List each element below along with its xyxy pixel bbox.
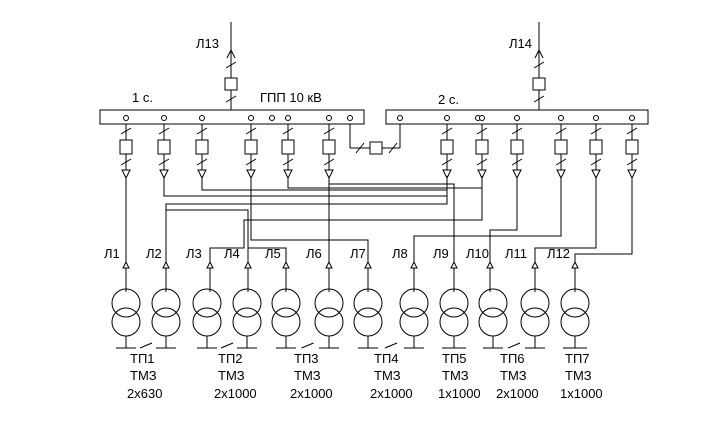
- line-label-8: Л8: [392, 246, 408, 261]
- line-arrow-2: [162, 260, 170, 269]
- tp5-name: ТП5: [442, 351, 467, 366]
- tp3-name: ТП3: [294, 351, 319, 366]
- substation-label: ГПП 10 кВ: [260, 90, 322, 105]
- line-label-3: Л3: [186, 246, 202, 261]
- feeder-cell-7: [440, 115, 454, 180]
- busbar-spare-taps: [269, 115, 481, 121]
- line-arrow-4: [244, 260, 252, 269]
- tp7-name: ТП7: [565, 351, 590, 366]
- line-label-6: Л6: [306, 246, 322, 261]
- tp2-name: ТП2: [218, 351, 243, 366]
- bus-coupler: [347, 115, 403, 155]
- tp3-rating: 2х1000: [290, 386, 333, 401]
- line-label-1: Л1: [104, 246, 120, 261]
- transformer-3: [192, 288, 222, 348]
- line-arrow-12: [571, 260, 579, 269]
- transformer-10: [478, 288, 508, 348]
- line-labels: Л1 Л2 Л3 Л4 Л5 Л6 Л7 Л8 Л9 Л10 Л11 Л12: [104, 246, 579, 292]
- line-label-12: Л12: [547, 246, 570, 261]
- line-arrow-11: [531, 260, 539, 269]
- transformers: [111, 288, 590, 349]
- line-arrow-6: [325, 260, 333, 269]
- tp1-rating: 2х630: [127, 386, 162, 401]
- tp2-rating: 2х1000: [214, 386, 257, 401]
- tp5-rating: 1х1000: [438, 386, 481, 401]
- tp4-rating: 2х1000: [370, 386, 413, 401]
- line-label-11: Л11: [505, 246, 527, 261]
- line-arrow-9: [450, 260, 458, 269]
- line-arrow-3: [206, 260, 214, 269]
- lv-bus-tp1: [116, 342, 176, 349]
- line-label-2: Л2: [146, 246, 162, 261]
- transformer-2: [151, 288, 181, 348]
- tp1-type: ТМЗ: [130, 368, 157, 383]
- transformer-11: [520, 288, 550, 348]
- transformer-1: [111, 288, 141, 348]
- incoming-feeder-l14: [532, 22, 546, 121]
- line-arrow-1: [122, 260, 130, 269]
- line-label-5: Л5: [265, 246, 281, 261]
- tp3-type: ТМЗ: [294, 368, 321, 383]
- tp1-name: ТП1: [130, 351, 155, 366]
- section-2-label: 2 с.: [438, 92, 459, 107]
- lv-bus-tp3: [276, 342, 339, 349]
- feeder-cell-4: [244, 115, 258, 180]
- transformer-7: [353, 288, 383, 348]
- transformer-12: [560, 288, 590, 348]
- line-arrow-10: [486, 260, 494, 269]
- feeder-cell-12: [625, 115, 639, 180]
- incoming-label-l13: Л13: [196, 36, 219, 51]
- outgoing-feeders: [119, 115, 639, 180]
- feeder-cell-1: [119, 115, 133, 180]
- feeder-cell-10: [554, 115, 568, 180]
- line-label-9: Л9: [433, 246, 449, 261]
- line-arrow-7: [364, 260, 372, 269]
- busbar-section-1: [99, 109, 365, 125]
- tp2-type: ТМЗ: [218, 368, 245, 383]
- feeder-cell-6: [322, 115, 336, 180]
- line-arrow-5: [282, 260, 290, 269]
- substation-labels: ТП1 ТМЗ 2х630 ТП2 ТМЗ 2х1000 ТП3 ТМЗ 2х1…: [127, 351, 603, 401]
- transformer-6: [314, 288, 344, 348]
- tp6-name: ТП6: [500, 351, 525, 366]
- incoming-label-l14: Л14: [509, 36, 532, 51]
- tp4-type: ТМЗ: [374, 368, 401, 383]
- line-arrow-8: [410, 260, 418, 269]
- transformer-9: [439, 288, 469, 348]
- feeder-cell-9: [510, 115, 524, 180]
- line-label-7: Л7: [350, 246, 366, 261]
- incoming-feeder-l13: [224, 22, 238, 121]
- section-1-label: 1 с.: [132, 90, 153, 105]
- tp5-type: ТМЗ: [442, 368, 469, 383]
- lv-bus-tp2: [197, 342, 257, 349]
- tp6-type: ТМЗ: [500, 368, 527, 383]
- line-label-4: Л4: [224, 246, 240, 261]
- line-label-10: Л10: [466, 246, 489, 261]
- feeder-cell-8: [475, 115, 489, 180]
- transformer-8: [399, 288, 429, 348]
- lv-bus-tp6: [483, 342, 545, 349]
- tp6-rating: 2х1000: [496, 386, 539, 401]
- cable-routing: [125, 176, 633, 262]
- tp7-rating: 1х1000: [560, 386, 603, 401]
- feeder-cell-2: [157, 115, 171, 180]
- tp7-type: ТМЗ: [565, 368, 592, 383]
- tp4-name: ТП4: [374, 351, 399, 366]
- feeder-cell-11: [589, 115, 603, 180]
- lv-bus-tp4: [358, 342, 424, 349]
- feeder-cell-3: [195, 115, 209, 180]
- transformer-4: [232, 288, 262, 348]
- feeder-cell-5: [281, 115, 295, 180]
- transformer-5: [271, 288, 301, 348]
